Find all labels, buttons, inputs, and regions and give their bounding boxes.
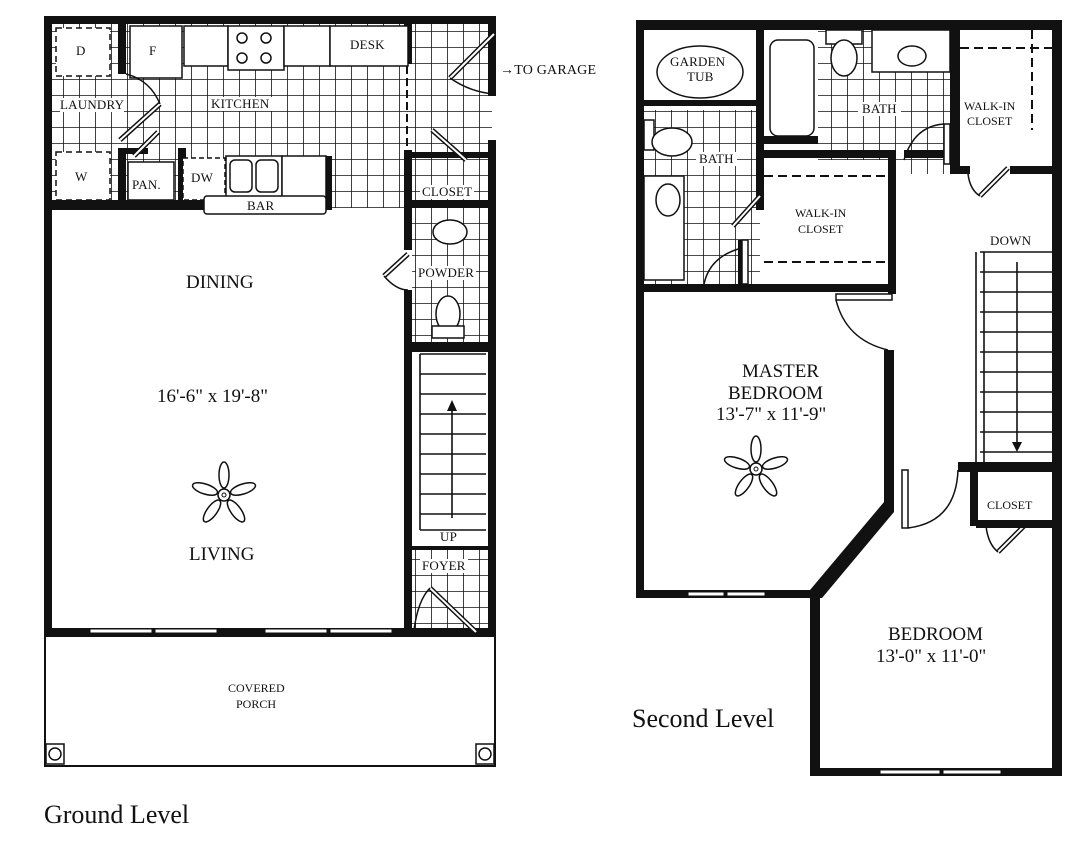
bar-label: BAR: [247, 198, 275, 213]
walk-in-closet-1-line2: CLOSET: [967, 114, 1013, 128]
dining-label: DINING: [186, 272, 254, 293]
washer-label: W: [75, 169, 88, 184]
foyer-label: FOYER: [420, 558, 468, 573]
covered-porch-label-line1: COVERED: [228, 681, 285, 695]
ground-level-plan: [44, 16, 496, 767]
closet-label: CLOSET: [420, 184, 475, 199]
bedroom-label: BEDROOM: [888, 624, 984, 645]
garden-tub-label-line2: TUB: [687, 69, 714, 84]
master-bedroom-size: 13'-7" x 11'-9": [716, 404, 827, 425]
laundry-label: LAUNDRY: [60, 97, 125, 112]
dishwasher-label: DW: [191, 170, 214, 185]
fridge-label: F: [149, 43, 157, 58]
closet-label-2: CLOSET: [987, 498, 1033, 512]
covered-porch-label-line2: PORCH: [236, 697, 277, 711]
stairs-down-label: DOWN: [990, 233, 1032, 248]
master-bath-label: BATH: [858, 102, 901, 116]
bedroom-size: 13'-0" x 11'-0": [876, 646, 987, 667]
walk-in-closet-1-line1: WALK-IN: [964, 99, 1016, 113]
dining-living-size: 16'-6" x 19'-8": [157, 386, 269, 407]
bath-label: BATH: [696, 152, 737, 166]
powder-label: POWDER: [416, 265, 477, 280]
master-bedroom-label-line1: MASTER: [742, 361, 820, 382]
to-garage-label: →TO GARAGE: [500, 63, 597, 78]
ground-level-title: Ground Level: [44, 800, 190, 829]
walk-in-closet-2-line1: WALK-IN: [795, 206, 847, 220]
stairs-up-label: UP: [440, 529, 458, 544]
walk-in-closet-2-line2: CLOSET: [798, 222, 844, 236]
desk-label: DESK: [350, 37, 385, 52]
second-level-title: Second Level: [632, 704, 775, 733]
second-level-plan: [636, 20, 1062, 776]
living-label: LIVING: [189, 544, 255, 565]
kitchen-label: KITCHEN: [208, 97, 273, 111]
pantry-label: PAN.: [132, 177, 161, 192]
garden-tub-label-line1: GARDEN: [670, 54, 726, 69]
dryer-label: D: [76, 43, 86, 58]
master-bedroom-label-line2: BEDROOM: [728, 383, 824, 404]
